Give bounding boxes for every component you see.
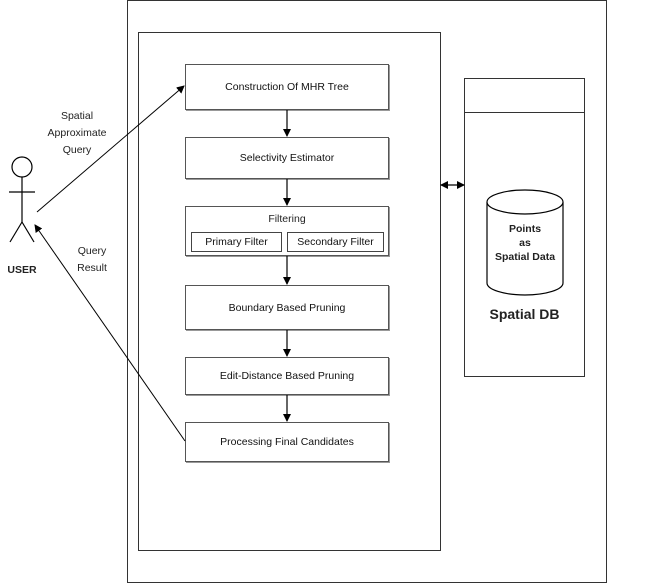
spatial-db-panel-header: [464, 78, 585, 113]
arrow-query: [36, 85, 185, 213]
query-label-line: Spatial: [60, 110, 94, 122]
primary-filter-box[interactable]: Primary Filter: [191, 232, 282, 252]
step-mhr-tree-label: Construction Of MHR Tree: [225, 81, 349, 93]
step-edit-distance-pruning-label: Edit-Distance Based Pruning: [219, 370, 355, 382]
stick-figure-icon: [9, 156, 35, 243]
query-label-line: Query: [62, 144, 92, 156]
secondary-filter-label: Secondary Filter: [297, 236, 374, 248]
step-final-candidates-label: Processing Final Candidates: [220, 436, 354, 448]
user-label: USER: [7, 264, 37, 276]
step-selectivity-estimator[interactable]: Selectivity Estimator: [185, 137, 389, 179]
arrow-result: [34, 224, 186, 442]
step-mhr-tree[interactable]: Construction Of MHR Tree: [185, 64, 389, 110]
query-label-line: Approximate: [47, 127, 107, 139]
step-selectivity-estimator-label: Selectivity Estimator: [239, 152, 335, 164]
spatial-db-title: Spatial DB: [489, 306, 560, 322]
cylinder-label-line: as: [519, 237, 531, 249]
cylinder-label: Points as Spatial Data: [487, 222, 563, 264]
cylinder-label-line: Points: [508, 223, 542, 235]
query-label: Spatial Approximate Query: [44, 108, 110, 159]
result-label-line: Query: [77, 245, 107, 257]
database-cylinder-icon: [486, 189, 564, 296]
result-label-line: Result: [77, 262, 107, 274]
step-final-candidates[interactable]: Processing Final Candidates: [185, 422, 389, 462]
result-label: Query Result: [70, 243, 114, 277]
step-boundary-pruning-label: Boundary Based Pruning: [228, 301, 346, 314]
step-filtering[interactable]: Filtering Primary Filter Secondary Filte…: [185, 206, 389, 256]
cylinder-label-line: Spatial Data: [494, 251, 556, 263]
primary-filter-label: Primary Filter: [205, 236, 268, 248]
step-boundary-pruning[interactable]: Boundary Based Pruning: [185, 285, 389, 330]
secondary-filter-box[interactable]: Secondary Filter: [287, 232, 384, 252]
step-filtering-label: Filtering: [268, 213, 306, 225]
step-edit-distance-pruning[interactable]: Edit-Distance Based Pruning: [185, 357, 389, 395]
